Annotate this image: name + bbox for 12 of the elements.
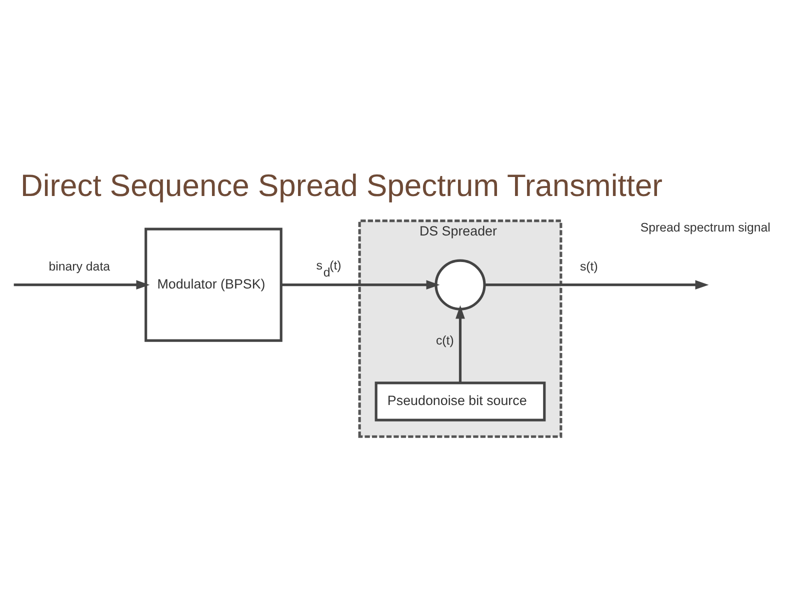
- diagram-title: Direct Sequence Spread Spectrum Transmitter: [20, 168, 662, 204]
- edge-label: binary data: [48, 259, 110, 274]
- node-box: Modulator (BPSK): [144, 228, 282, 342]
- edge-label: c(t): [436, 334, 454, 348]
- node-circle: [434, 259, 486, 310]
- arrow: [281, 280, 440, 290]
- arrow: [484, 280, 709, 290]
- arrow: [456, 305, 465, 383]
- arrow: [14, 280, 150, 290]
- label: Spread spectrum signal: [640, 220, 770, 234]
- node-box: Pseudonoise bit source: [374, 382, 546, 422]
- edge-label: s(t): [580, 259, 598, 274]
